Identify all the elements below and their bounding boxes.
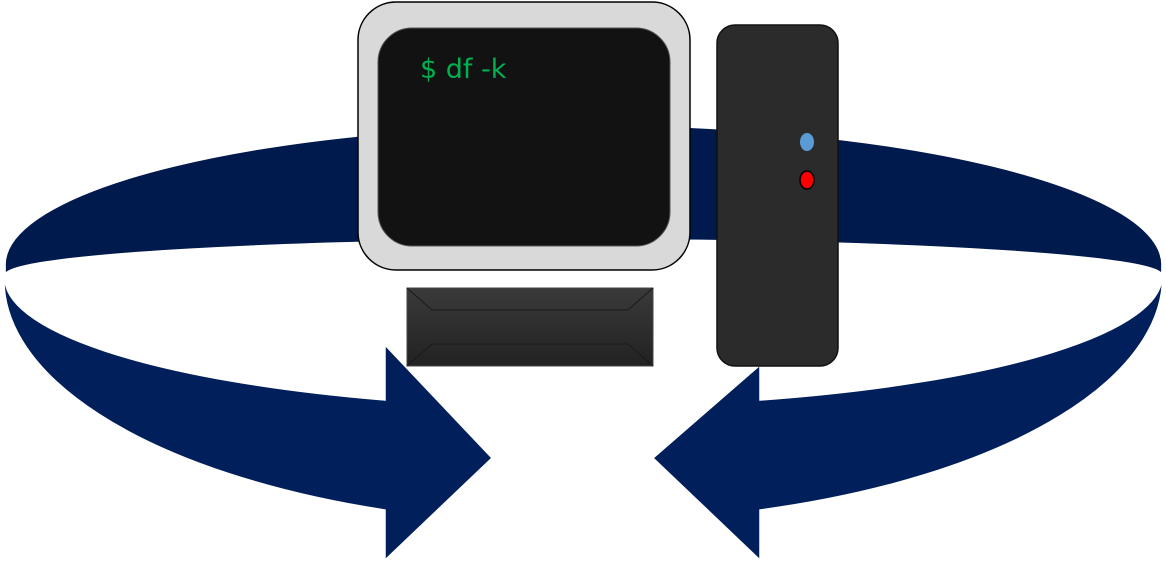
terminal-screen — [377, 27, 671, 247]
monitor-icon: $ df -k — [357, 1, 691, 271]
activity-led-icon — [799, 170, 815, 190]
terminal-command: $ df -k — [420, 54, 507, 85]
tower-icon — [716, 24, 839, 367]
cycle-arrow-left-icon — [3, 264, 494, 562]
power-led-icon — [800, 133, 814, 151]
keyboard-icon — [406, 287, 654, 367]
cycle-arrow-right-icon — [651, 264, 1164, 562]
